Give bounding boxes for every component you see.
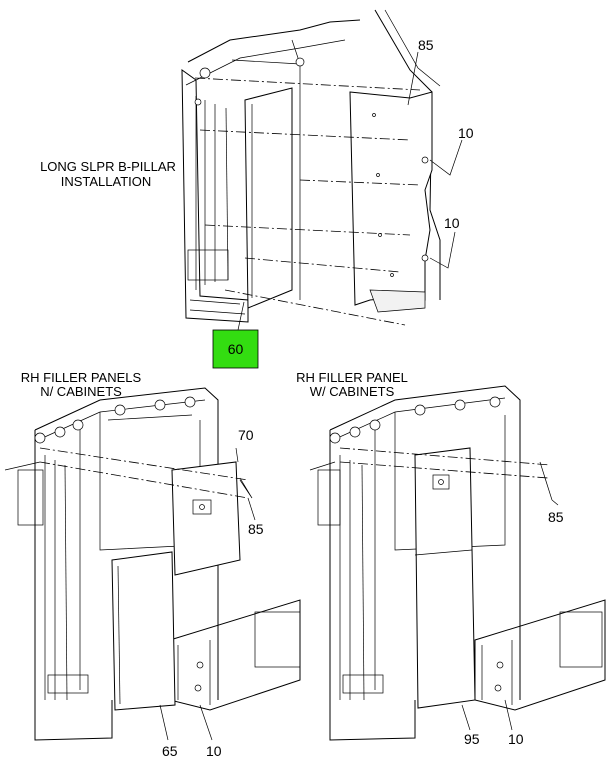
callout-left-70: 70 [238,427,254,443]
left-view-title-line1: RH FILLER PANELS [21,370,142,385]
right-view-title-line1: RH FILLER PANEL [296,370,408,385]
callout-top-10-lower: 10 [444,215,460,231]
left-view-title-line2: N/ CABINETS [40,384,122,399]
filler-panel-65 [111,551,176,711]
filler-panel-70 [171,461,241,576]
top-view-title-line2: INSTALLATION [61,174,152,189]
callout-left-85: 85 [248,521,264,537]
callout-top-85: 85 [418,37,434,53]
callout-top-60: 60 [228,341,244,357]
highlight-box-60 [212,329,259,369]
filler-panel-95 [414,447,476,709]
callout-left-65: 65 [162,743,178,759]
b-pillar-trim-85 [349,91,433,306]
top-view-b-pillar [181,9,463,369]
top-view-title-line1: LONG SLPR B-PILLAR [40,159,176,174]
callout-top-10-upper: 10 [458,125,474,141]
callout-right-85: 85 [548,509,564,525]
bottom-left-view [4,387,301,741]
pillar-filler-panel-60 [244,87,293,309]
bottom-right-view [309,385,606,741]
callout-right-10: 10 [508,731,524,747]
callout-left-10: 10 [206,743,222,759]
right-view-title-line2: W/ CABINETS [310,384,395,399]
callout-right-95: 95 [464,731,480,747]
